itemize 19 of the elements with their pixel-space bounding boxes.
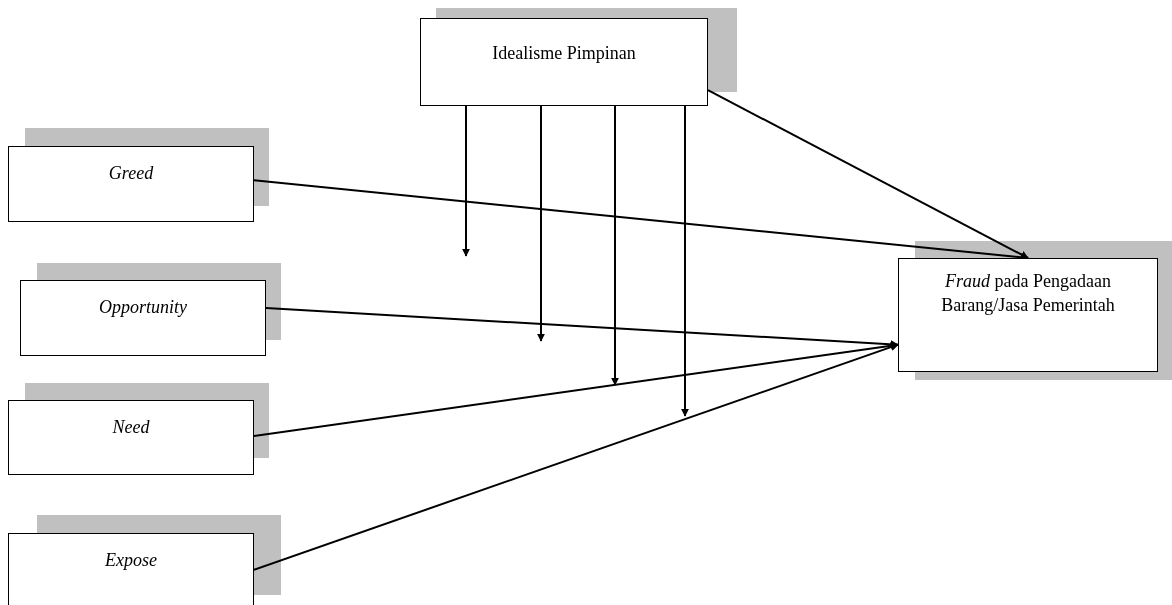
variable-label: Expose: [104, 549, 158, 572]
variable-label: Fraud pada Pengadaan Barang/Jasa Pemerintah: [940, 270, 1116, 318]
variable-box: [8, 533, 254, 605]
variable-label: Need: [111, 416, 151, 439]
arrow: [253, 343, 899, 571]
variable-label: Greed: [107, 162, 155, 185]
arrow: [537, 105, 545, 342]
variable-box: [20, 280, 266, 356]
variable-box: [898, 258, 1158, 372]
variable-box: [8, 146, 254, 222]
arrow: [681, 105, 689, 417]
arrow: [707, 89, 1029, 259]
arrow: [611, 105, 619, 386]
variable-label: Idealisme Pimpinan: [491, 42, 637, 65]
arrow: [253, 341, 899, 437]
variable-box: [420, 18, 708, 106]
variable-box: [8, 400, 254, 475]
variable-label: Opportunity: [98, 296, 188, 319]
arrow: [462, 105, 470, 257]
